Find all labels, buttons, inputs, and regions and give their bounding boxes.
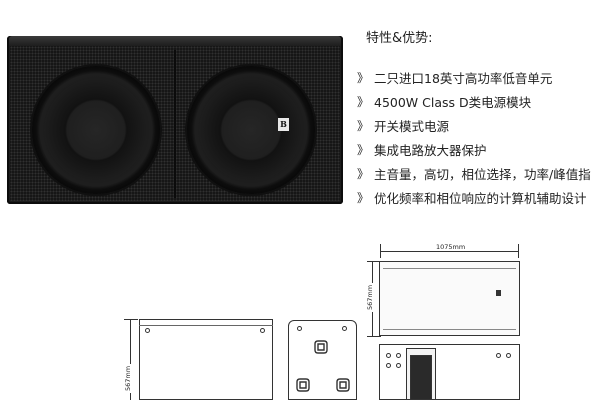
brand-badge-logo: B xyxy=(278,118,289,131)
front-view-logo-mark xyxy=(496,290,501,296)
front-view-outline xyxy=(379,261,520,336)
feature-item: 》主音量，高切，相位选择，功率/峰值指 xyxy=(357,167,591,182)
rear-screw-icon xyxy=(386,363,391,368)
side-dim-tick-top xyxy=(124,319,138,320)
handle-icon xyxy=(296,378,310,392)
feature-item: 》4500W Class D类电源模块 xyxy=(357,95,532,110)
speaker-top-face xyxy=(9,36,341,46)
top-screw-icon xyxy=(342,326,347,331)
woofer-left xyxy=(32,66,160,194)
handle-icon xyxy=(336,378,350,392)
width-dimension-label: 1075mm xyxy=(434,243,468,251)
side-screw-icon xyxy=(145,328,150,333)
bullet-icon: 》 xyxy=(357,191,370,205)
width-dimension-line xyxy=(380,251,519,252)
bullet-icon: 》 xyxy=(357,143,370,157)
height-dim-tick-top xyxy=(367,261,381,262)
side-screw-icon xyxy=(260,328,265,333)
side-height-dimension-line xyxy=(130,319,131,400)
rear-screw-icon xyxy=(396,363,401,368)
woofer-right xyxy=(187,66,315,194)
features-title: 特性&优势: xyxy=(366,31,433,46)
height-dim-tick-bottom xyxy=(367,336,381,337)
rear-screw-icon xyxy=(506,353,511,358)
features-list: 》二只进口18英寸高功率低音单元 》4500W Class D类电源模块 》开关… xyxy=(357,70,600,214)
front-view-top-edge xyxy=(383,268,516,269)
bullet-icon: 》 xyxy=(357,167,370,181)
front-view-bottom-edge xyxy=(383,329,516,330)
rear-panel-heatsink xyxy=(410,355,432,400)
bullet-icon: 》 xyxy=(357,95,370,109)
feature-item: 》集成电路放大器保护 xyxy=(357,143,487,158)
feature-item: 》开关模式电源 xyxy=(357,119,450,134)
side-view-outline xyxy=(139,319,273,400)
bullet-icon: 》 xyxy=(357,119,370,133)
side-view-top-edge xyxy=(139,325,273,326)
top-screw-icon xyxy=(297,326,302,331)
rear-screw-icon xyxy=(496,353,501,358)
feature-item: 》优化频率和相位响应的计算机辅助设计 xyxy=(357,191,587,206)
height-dimension-label-right: 567mm xyxy=(366,282,374,312)
height-dimension-label-left: 567mm xyxy=(124,363,132,393)
rear-screw-icon xyxy=(386,353,391,358)
speaker-product-photo: B xyxy=(7,36,343,204)
speaker-divider xyxy=(174,50,176,198)
bullet-icon: 》 xyxy=(357,71,370,85)
handle-icon xyxy=(314,340,328,354)
rear-screw-icon xyxy=(396,353,401,358)
feature-item: 》二只进口18英寸高功率低音单元 xyxy=(357,71,553,86)
